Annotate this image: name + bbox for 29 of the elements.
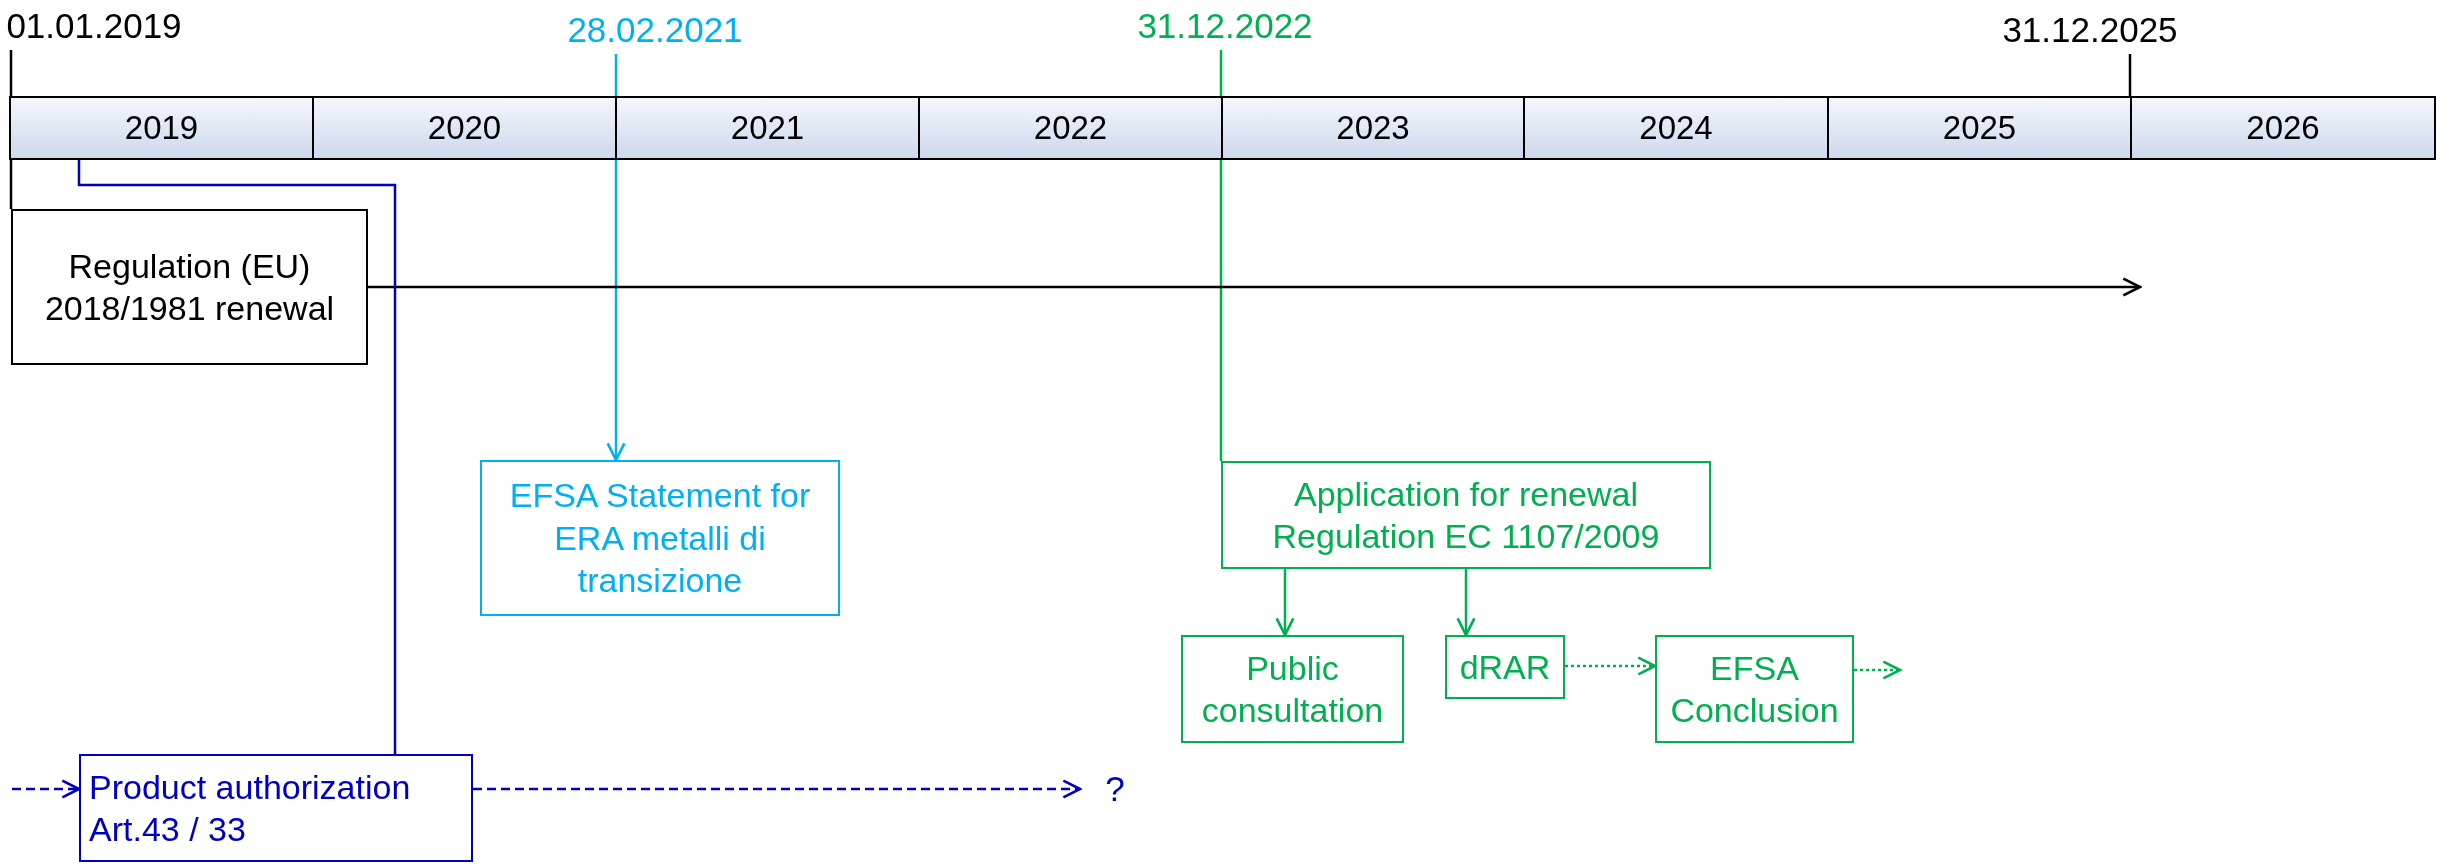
process-box: EFSA Conclusion xyxy=(1655,635,1854,743)
timeline-year-cell: 2020 xyxy=(312,96,617,160)
arrow xyxy=(1854,660,1902,680)
timeline-year-cell: 2022 xyxy=(918,96,1223,160)
arrow xyxy=(1275,569,1295,637)
date-label: 31.12.2022 xyxy=(1125,2,1325,50)
timeline-year-cell: 2023 xyxy=(1221,96,1525,160)
timeline-year-cell: 2025 xyxy=(1827,96,2132,160)
process-box: Public consultation xyxy=(1181,635,1404,743)
process-box: Application for renewal Regulation EC 1107/2009 xyxy=(1221,461,1711,569)
arrow xyxy=(1456,569,1476,637)
arrow xyxy=(12,779,81,799)
arrow xyxy=(473,779,1082,799)
date-label: 31.12.2025 xyxy=(1990,6,2190,54)
process-box: dRAR xyxy=(1445,635,1565,699)
connector-line xyxy=(2128,54,2132,96)
arrow xyxy=(1565,656,1657,676)
date-label: 01.01.2019 xyxy=(4,2,184,50)
date-label: ? xyxy=(1080,762,1150,816)
timeline-year-cell: 2021 xyxy=(615,96,920,160)
timeline-year-cell: 2024 xyxy=(1523,96,1829,160)
timeline-year-cell: 2019 xyxy=(9,96,314,160)
connector-line xyxy=(77,160,397,754)
process-box: Regulation (EU) 2018/1981 renewal xyxy=(11,209,368,365)
date-label: 28.02.2021 xyxy=(560,6,750,54)
arrow xyxy=(368,277,2142,297)
timeline-year-cell: 2026 xyxy=(2130,96,2436,160)
process-box: EFSA Statement for ERA metalli di transizione xyxy=(480,460,840,616)
process-box: Product authorization Art.43 / 33 xyxy=(79,754,473,862)
